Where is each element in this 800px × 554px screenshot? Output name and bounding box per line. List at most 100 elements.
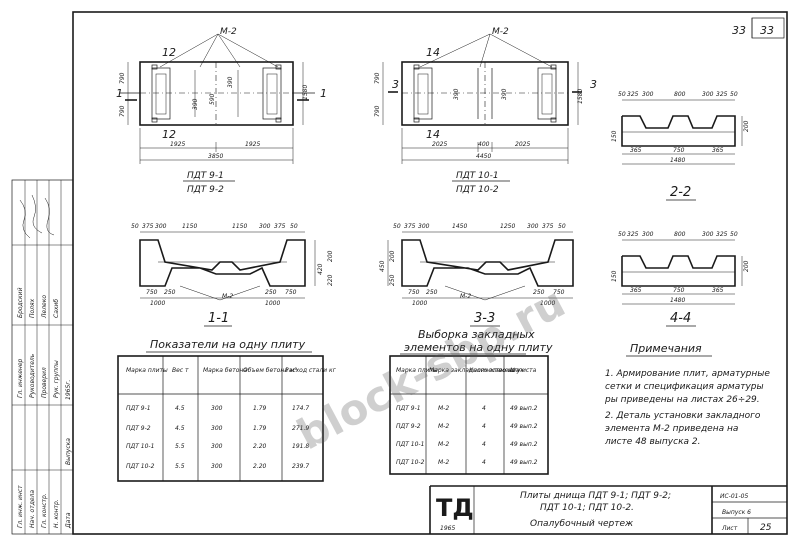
stamp-row-7: Проверил [41,367,48,398]
s3-dim-side-2: 200 [389,250,396,262]
plan-left-label-1: ПДТ 9-1 [187,171,224,181]
s3-dim-side-1: 450 [379,260,386,272]
s2-dim-top-4: 800 [674,91,686,98]
ind-r4-c1: ПДТ 10-2 [126,463,155,470]
plan-right-part-mark: М-2 [492,27,509,37]
emb-h-2: Марка закладного элемента [429,367,520,374]
indicators-table-title: Показатели на одну плиту [150,338,306,351]
s3-dim-total-1: 1000 [412,300,427,307]
ind-r2-c5: 271.9 [292,425,309,432]
ind-r1-c3: 300 [211,405,223,412]
ind-h-2: Вес т [172,367,189,374]
notes-line-6: листе 48 выпуска 2. [604,437,700,447]
s4-dim-side-1: 200 [743,260,750,272]
plan-left-dim-inner-2: 590 [209,93,216,105]
stamp-row-13: Дата [65,512,72,529]
signature-1 [19,199,31,239]
plan-right-dim-w3: 2025 [515,141,530,148]
s2-dim-top-6: 325 [716,91,728,98]
s3-dim-bot-1: 750 [408,289,420,296]
s3-dim-top-7: 375 [542,223,554,230]
emb-r4-c4: 49 вып.2 [510,459,538,466]
plan-right-mark-top: 14 [426,46,440,59]
s3-dim-top-8: 50 [558,223,566,230]
ind-h-3: Марка бетона [203,367,247,374]
signature-2 [31,194,43,234]
ind-r1-c4: 1.79 [253,405,267,412]
s2-dim-bot-3: 365 [712,147,724,154]
section-1-part-mark: М-2 [222,293,233,300]
plan-right-dim-w1: 2025 [432,141,447,148]
section-4-label: 4-4 [670,311,691,326]
title-line-3: Опалубочный чертеж [530,519,634,529]
stamp-row-9: Гл. инж. инст [17,485,24,528]
s3-dim-side-3: 250 [389,274,396,286]
plan-left-dim-h2: 790 [119,105,126,117]
s1-dim-top-6: 300 [259,223,271,230]
emb-r2-c4: 49 вып.2 [510,423,538,430]
emb-r1-c1: ПДТ 9-1 [396,405,421,412]
s2-dim-bot-1: 365 [630,147,642,154]
emb-r3-c1: ПДТ 10-1 [396,441,424,448]
plan-left-dim-w2: 1925 [245,141,260,148]
title-line-2: ПДТ 10-1; ПДТ 10-2. [540,503,634,513]
plan-left-mark-left: 1 [116,87,123,100]
emb-r3-c3: 4 [482,441,486,448]
emb-r4-c1: ПДТ 10-2 [396,459,425,466]
emb-h-3: Количество штук [469,367,524,374]
embedded-table-title-1: Выборка закладных [418,328,535,341]
s3-dim-top-3: 300 [418,223,430,230]
s3-dim-bot-2: 250 [426,289,438,296]
s4-dim-top-4: 800 [674,231,686,238]
title-issue: Выпуск 6 [722,509,751,516]
ind-r3-c2: 5.5 [175,443,185,450]
notes-line-2: сетки и спецификация арматуры [605,382,764,392]
s1-dim-side-2: 200 [327,250,334,262]
s3-dim-bot-4: 750 [553,289,565,296]
plan-right-label-2: ПДТ 10-2 [456,185,499,195]
emb-r1-c4: 49 вып.2 [510,405,538,412]
s1-dim-top-7: 375 [274,223,286,230]
page-number: 33 [760,24,774,37]
s2-dim-side-1: 200 [743,120,750,132]
s1-dim-side-3: 220 [327,274,334,286]
s4-dim-top-3: 300 [642,231,654,238]
s1-dim-top-3: 300 [155,223,167,230]
section-2-label: 2-2 [670,185,691,200]
title-line-1: Плиты днища ПДТ 9-1; ПДТ 9-2; [520,491,671,501]
ind-h-4: Объем бетона м³ [243,367,297,374]
stamp-row-1: Бродский [17,287,24,318]
title-block: ТД 1965 Плиты днища ПДТ 9-1; ПДТ 9-2; ПД… [429,485,787,534]
plan-right-mark-bottom: 14 [426,128,440,141]
ind-r2-c4: 1.79 [253,425,267,432]
emb-r2-c1: ПДТ 9-2 [396,423,421,430]
s1-dim-top-1: 50 [131,223,139,230]
s4-dim-top-7: 50 [730,231,738,238]
plan-left-dim-inner-1: 390 [192,98,199,110]
s2-dim-side-2: 150 [611,130,618,142]
s4-dim-top-5: 300 [702,231,714,238]
ind-r2-c2: 4.5 [175,425,185,432]
s1-dim-side-1: 420 [317,263,324,275]
title-sheet-label: Лист [721,525,738,532]
s3-dim-top-2: 375 [404,223,416,230]
stamp-row-10: Нач. отдела [29,490,36,528]
emb-r4-c2: М-2 [438,459,449,466]
s4-dim-bot-2: 750 [673,287,685,294]
ind-r4-c2: 5.5 [175,463,185,470]
plan-left-label-2: ПДТ 9-2 [187,185,224,195]
stamp-date: 1965г. [65,380,72,400]
emb-r4-c3: 4 [482,459,486,466]
s1-dim-top-5: 1150 [232,223,247,230]
notes-line-5: элемента М-2 приведена на [605,424,738,434]
s1-dim-top-2: 375 [142,223,154,230]
plan-left-dim-total-h: 1580 [302,85,309,100]
s2-dim-top-1: 50 [618,91,626,98]
s4-dim-total: 1480 [670,297,685,304]
stamp-row-11: Гл. констр. [41,493,48,528]
section-2-2: 50 325 300 800 300 325 50 365 750 365 14… [611,91,750,201]
ind-r1-c1: ПДТ 9-1 [126,405,151,412]
title-logo: ТД [436,494,474,522]
title-series: ИС-01-05 [720,493,748,500]
ind-r3-c1: ПДТ 10-1 [126,443,154,450]
